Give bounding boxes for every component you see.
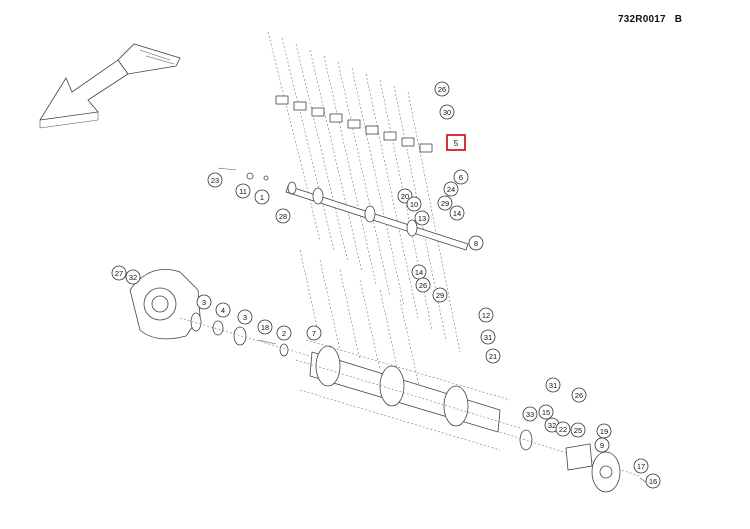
callout-24: 24	[443, 181, 459, 197]
svg-text:6: 6	[459, 173, 463, 182]
svg-text:23: 23	[211, 176, 219, 185]
svg-text:30: 30	[443, 108, 451, 117]
callout-33: 33	[522, 406, 538, 422]
svg-text:14: 14	[453, 209, 461, 218]
rotor-assembly	[295, 339, 521, 451]
svg-text:12: 12	[482, 311, 490, 320]
svg-text:4: 4	[221, 306, 225, 315]
svg-text:2: 2	[282, 329, 286, 338]
tine-brackets	[275, 95, 433, 153]
callout-26-top: 26	[434, 81, 450, 97]
svg-text:21: 21	[489, 352, 497, 361]
callout-5-highlighted: 5	[446, 134, 466, 151]
callout-22: 22	[555, 421, 571, 437]
callout-11: 11	[235, 183, 251, 199]
callout-10: 10	[406, 196, 422, 212]
svg-text:17: 17	[637, 462, 645, 471]
svg-text:27: 27	[115, 269, 123, 278]
svg-text:31: 31	[549, 381, 557, 390]
document-code: 732R0017 B	[618, 14, 682, 25]
callout-4: 4	[215, 302, 231, 318]
svg-text:33: 33	[526, 410, 534, 419]
callout-3-left: 3	[196, 294, 212, 310]
direction-arrow-icon	[39, 43, 181, 129]
document-number: 732R0017	[618, 14, 666, 25]
svg-text:24: 24	[447, 185, 455, 194]
callout-30: 30	[439, 104, 455, 120]
callout-23: 23	[207, 172, 223, 188]
svg-text:26: 26	[438, 85, 446, 94]
callout-32-left: 32	[125, 269, 141, 285]
svg-text:31: 31	[484, 333, 492, 342]
svg-text:3: 3	[202, 298, 206, 307]
callout-29-upper: 29	[437, 195, 453, 211]
callout-6: 6	[453, 169, 469, 185]
callout-3-right: 3	[237, 309, 253, 325]
svg-text:19: 19	[600, 427, 608, 436]
svg-text:11: 11	[239, 187, 247, 196]
revision-letter: B	[674, 14, 683, 25]
svg-text:13: 13	[418, 214, 426, 223]
bolt-23	[217, 167, 269, 181]
callout-21: 21	[485, 348, 501, 364]
callout-1: 1	[254, 189, 270, 205]
callout-29-lower: 29	[432, 287, 448, 303]
callout-7: 7	[306, 325, 322, 341]
callout-14-lower: 14	[411, 264, 427, 280]
callout-18: 18	[257, 319, 273, 335]
svg-text:10: 10	[410, 200, 418, 209]
bearing-parts	[179, 312, 311, 357]
callout-28: 28	[275, 208, 291, 224]
callout-17: 17	[633, 458, 649, 474]
svg-text:8: 8	[474, 239, 478, 248]
callout-9: 9	[594, 437, 610, 453]
svg-text:29: 29	[441, 199, 449, 208]
svg-text:20: 20	[401, 192, 409, 201]
callout-25: 25	[570, 422, 586, 438]
svg-text:15: 15	[542, 408, 550, 417]
svg-text:9: 9	[600, 441, 604, 450]
svg-text:3: 3	[243, 313, 247, 322]
callout-26-mid: 26	[415, 277, 431, 293]
svg-text:25: 25	[574, 426, 582, 435]
main-shaft	[285, 181, 469, 251]
callout-27: 27	[111, 265, 127, 281]
callout-2: 2	[276, 325, 292, 341]
svg-text:28: 28	[279, 212, 287, 221]
callout-26-lower: 26	[571, 387, 587, 403]
svg-text:32: 32	[129, 273, 137, 282]
callout-31-mid: 31	[480, 329, 496, 345]
svg-text:22: 22	[559, 425, 567, 434]
svg-text:14: 14	[415, 268, 423, 277]
end-bearing-parts	[499, 429, 655, 493]
svg-text:18: 18	[261, 323, 269, 332]
svg-text:29: 29	[436, 291, 444, 300]
svg-text:7: 7	[312, 329, 316, 338]
callout-14-upper: 14	[449, 205, 465, 221]
gear-housing	[129, 268, 201, 340]
callout-31-lower: 31	[545, 377, 561, 393]
svg-text:5: 5	[454, 139, 459, 148]
callout-13: 13	[414, 210, 430, 226]
callout-19: 19	[596, 423, 612, 439]
callout-15: 15	[538, 404, 554, 420]
callout-12: 12	[478, 307, 494, 323]
callout-8: 8	[468, 235, 484, 251]
svg-text:26: 26	[575, 391, 583, 400]
callout-16: 16	[645, 473, 661, 489]
svg-text:1: 1	[260, 193, 264, 202]
svg-text:32: 32	[548, 421, 556, 430]
svg-text:26: 26	[419, 281, 427, 290]
svg-text:16: 16	[649, 477, 657, 486]
